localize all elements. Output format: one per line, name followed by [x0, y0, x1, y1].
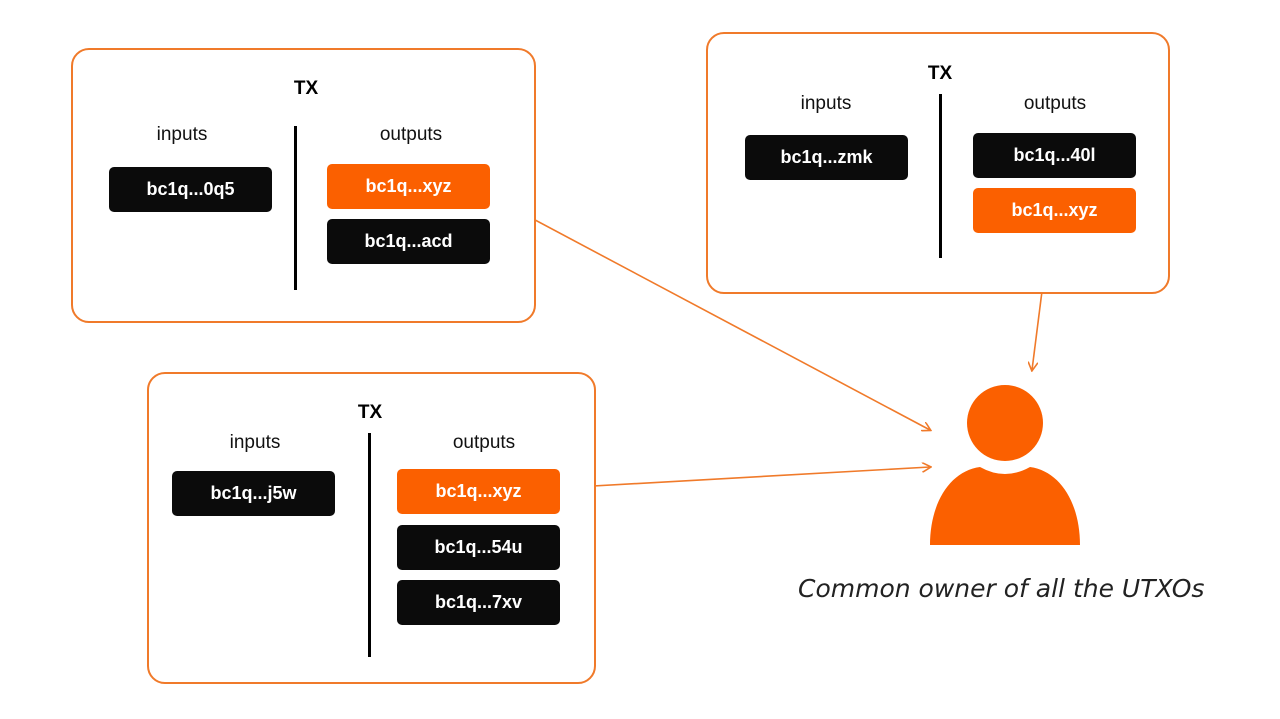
outputs-label: outputs	[379, 124, 443, 145]
outputs-label: outputs	[452, 432, 516, 453]
output-utxo-highlighted[interactable]: bc1q...xyz	[973, 188, 1136, 233]
tx-title: TX	[357, 402, 383, 423]
arrow-tx3-to-owner	[557, 467, 930, 489]
input-utxo[interactable]: bc1q...j5w	[172, 471, 335, 516]
inputs-label: inputs	[800, 93, 852, 114]
column-divider	[939, 94, 942, 258]
output-utxo[interactable]: bc1q...40l	[973, 133, 1136, 178]
person-icon	[930, 385, 1080, 545]
output-utxo-highlighted[interactable]: bc1q...xyz	[327, 164, 490, 209]
inputs-label: inputs	[229, 432, 281, 453]
tx-box: TX inputs outputs bc1q...zmk bc1q...40l …	[706, 32, 1170, 294]
column-divider	[368, 433, 371, 657]
owner-caption: Common owner of all the UTXOs	[798, 574, 1205, 603]
inputs-label: inputs	[156, 124, 208, 145]
input-utxo[interactable]: bc1q...zmk	[745, 135, 908, 180]
tx-title: TX	[927, 63, 953, 84]
output-utxo[interactable]: bc1q...acd	[327, 219, 490, 264]
outputs-label: outputs	[1023, 93, 1087, 114]
output-utxo[interactable]: bc1q...54u	[397, 525, 560, 570]
arrow-tx1-to-owner	[489, 195, 930, 430]
tx-box: TX inputs outputs bc1q...0q5 bc1q...xyz …	[71, 48, 536, 323]
output-utxo-highlighted[interactable]: bc1q...xyz	[397, 469, 560, 514]
input-utxo[interactable]: bc1q...0q5	[109, 167, 272, 212]
output-utxo[interactable]: bc1q...7xv	[397, 580, 560, 625]
column-divider	[294, 126, 297, 290]
tx-box: TX inputs outputs bc1q...j5w bc1q...xyz …	[147, 372, 596, 684]
tx-title: TX	[293, 78, 319, 99]
